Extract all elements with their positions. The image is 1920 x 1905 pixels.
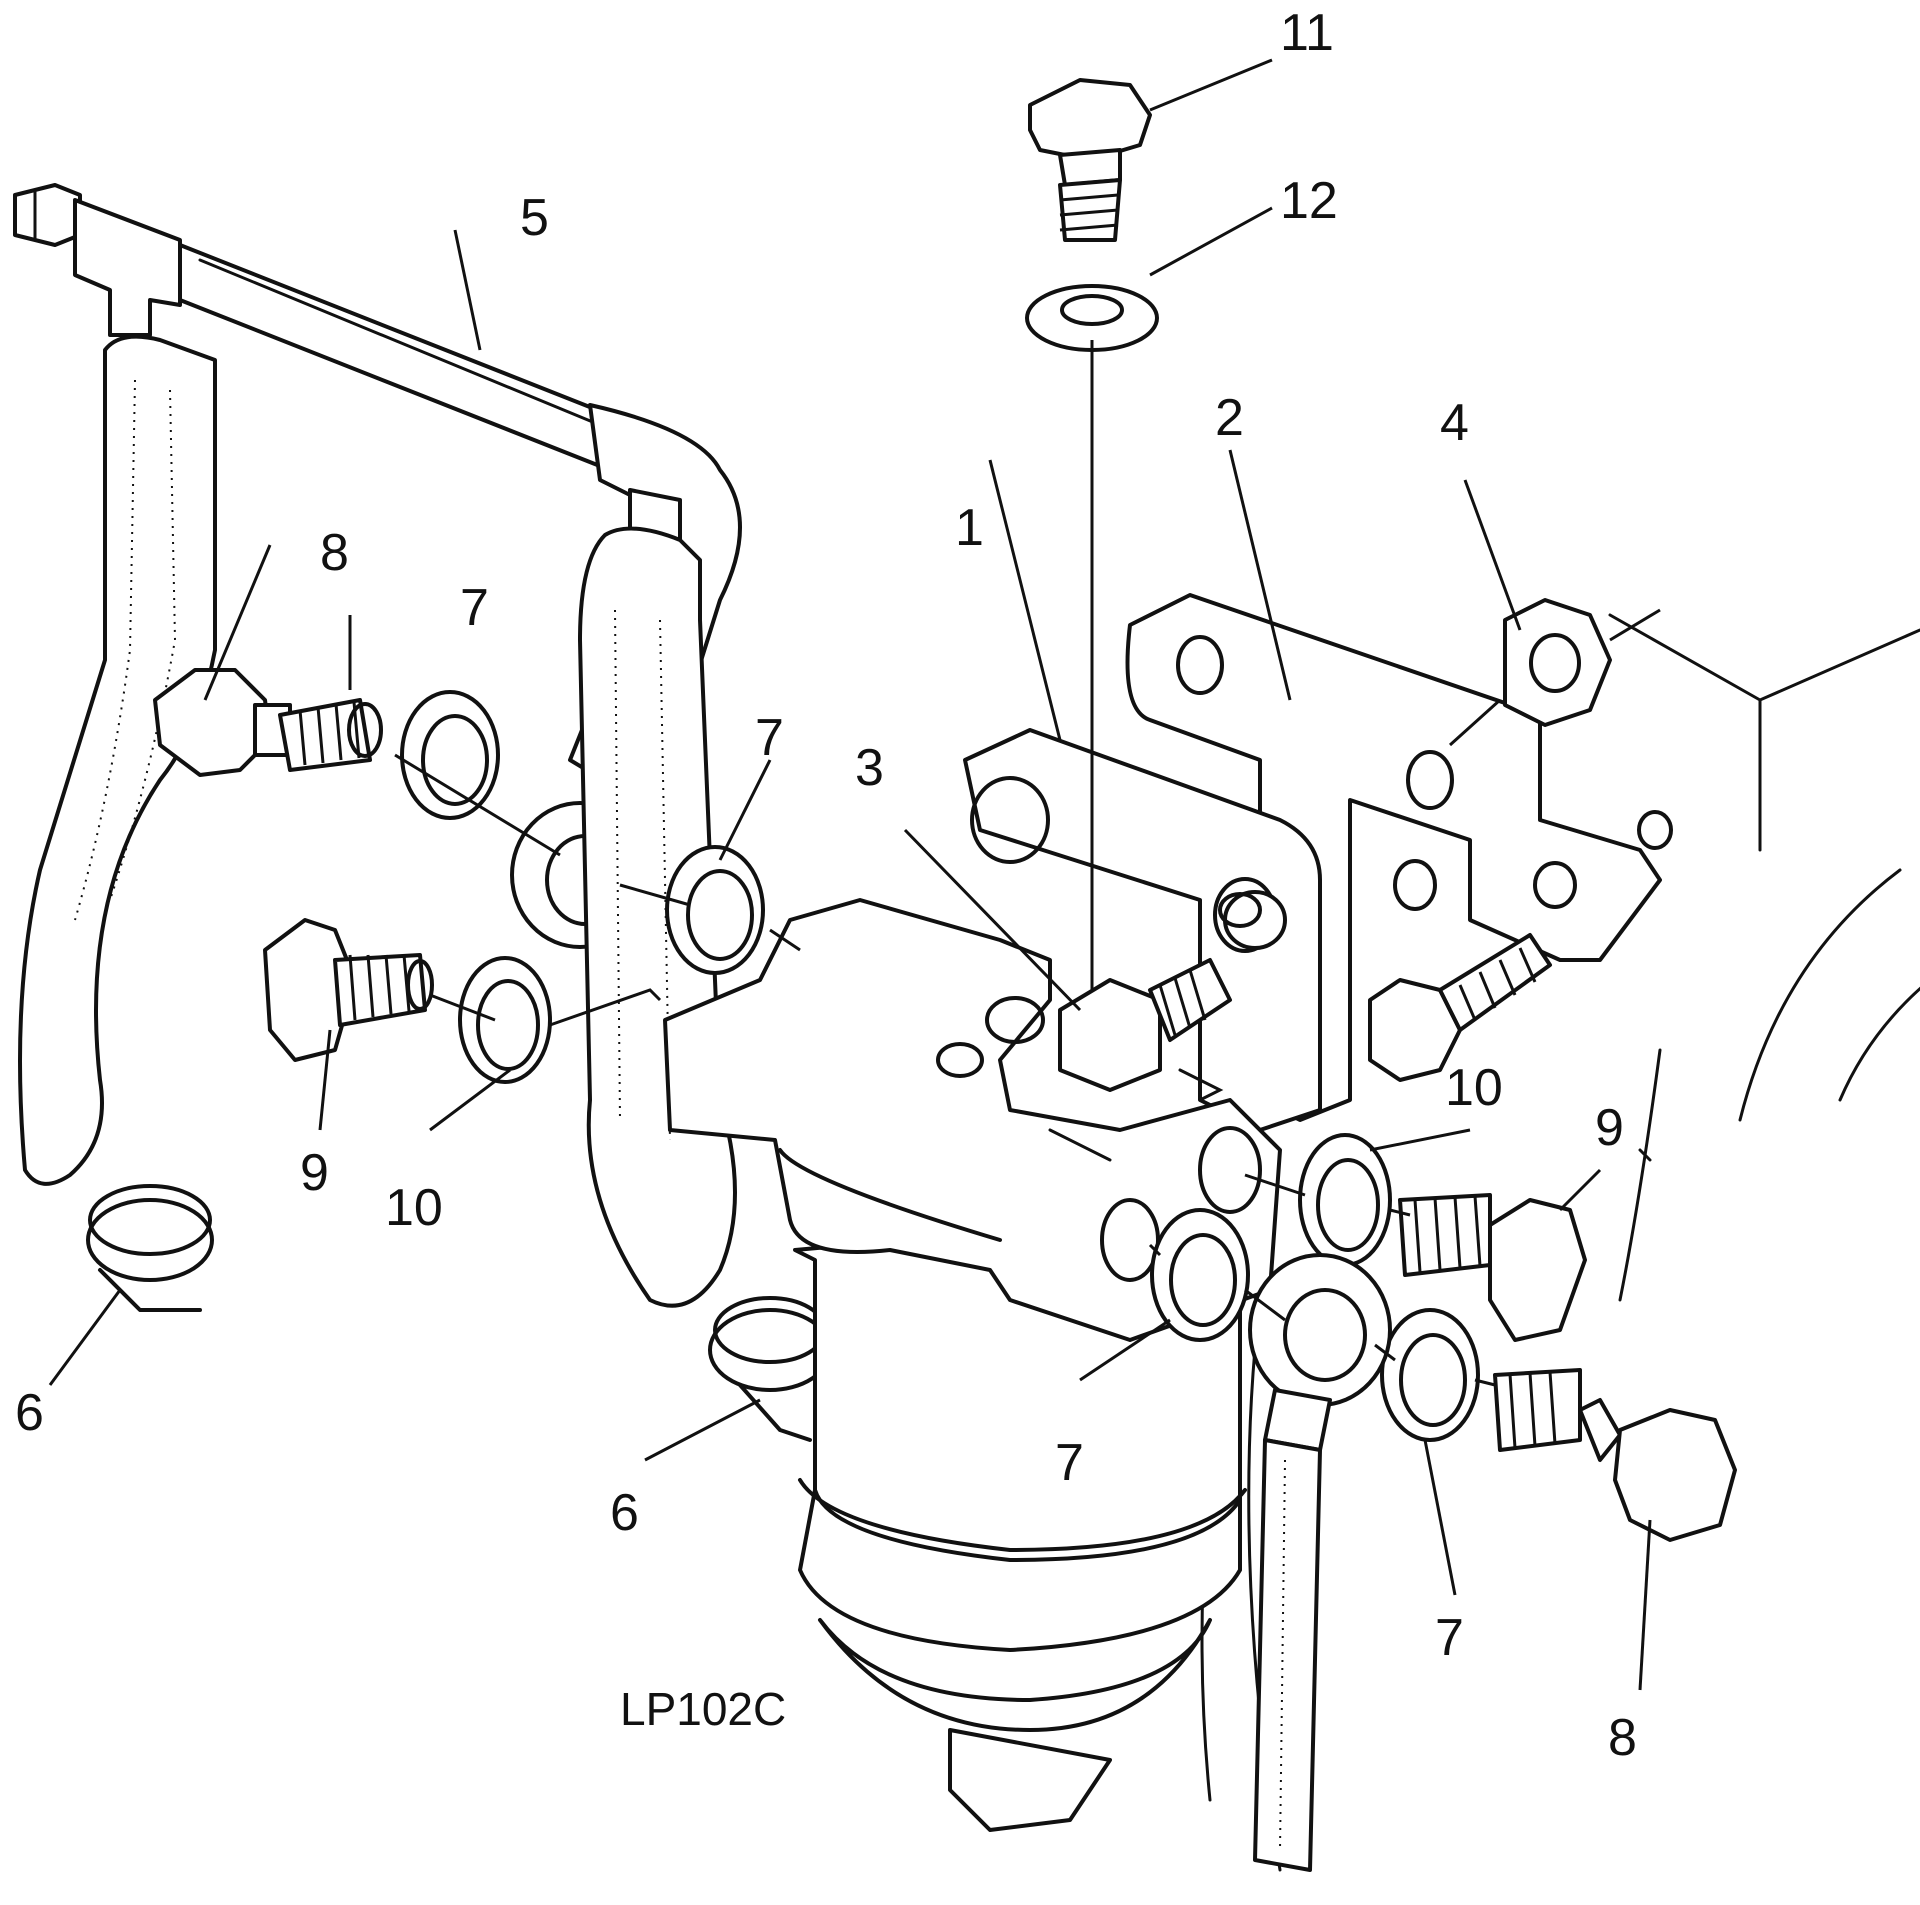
callout-c6a: 6: [15, 1384, 44, 1442]
callout-c7c: 7: [1055, 1434, 1084, 1492]
callout-c8b: 8: [1608, 1709, 1637, 1767]
right-union-bolt: [1398, 1193, 1587, 1342]
callout-c7d: 7: [1435, 1609, 1464, 1667]
leader-lines: [48, 58, 1652, 1691]
washers: [400, 690, 1480, 1442]
callout-c4: 4: [1440, 394, 1469, 452]
centre-lines: [394, 340, 1496, 1387]
bleed-screw: [1058, 890, 1287, 1092]
lower-banjo-union: [1248, 1253, 1392, 1872]
callout-c3: 3: [855, 739, 884, 797]
left-banjo-bolt: [153, 668, 383, 777]
callout-c10b: 10: [1445, 1059, 1503, 1117]
callout-c1: 1: [955, 499, 984, 557]
bracket-bolt: [1368, 598, 1661, 1082]
right-banjo-bolt: [1493, 1368, 1737, 1542]
top-banjo-bolt: [1025, 78, 1159, 352]
filter-body: [663, 898, 1282, 1832]
callout-c12: 12: [1280, 172, 1338, 230]
figure-reference: LP102C: [620, 1683, 786, 1735]
callout-c2: 2: [1215, 389, 1244, 447]
left-union-bolt: [263, 918, 434, 1062]
callout-c10a: 10: [385, 1179, 443, 1237]
callout-c9a: 9: [300, 1144, 329, 1202]
callout-c5: 5: [520, 189, 549, 247]
callout-c7b: 7: [755, 709, 784, 767]
callout-c7a: 7: [460, 579, 489, 637]
callout-c8a: 8: [320, 524, 349, 582]
left-hose: [18, 334, 217, 1312]
callout-c9b: 9: [1595, 1099, 1624, 1157]
callout-c11: 11: [1280, 4, 1334, 62]
callout-c6b: 6: [610, 1484, 639, 1542]
